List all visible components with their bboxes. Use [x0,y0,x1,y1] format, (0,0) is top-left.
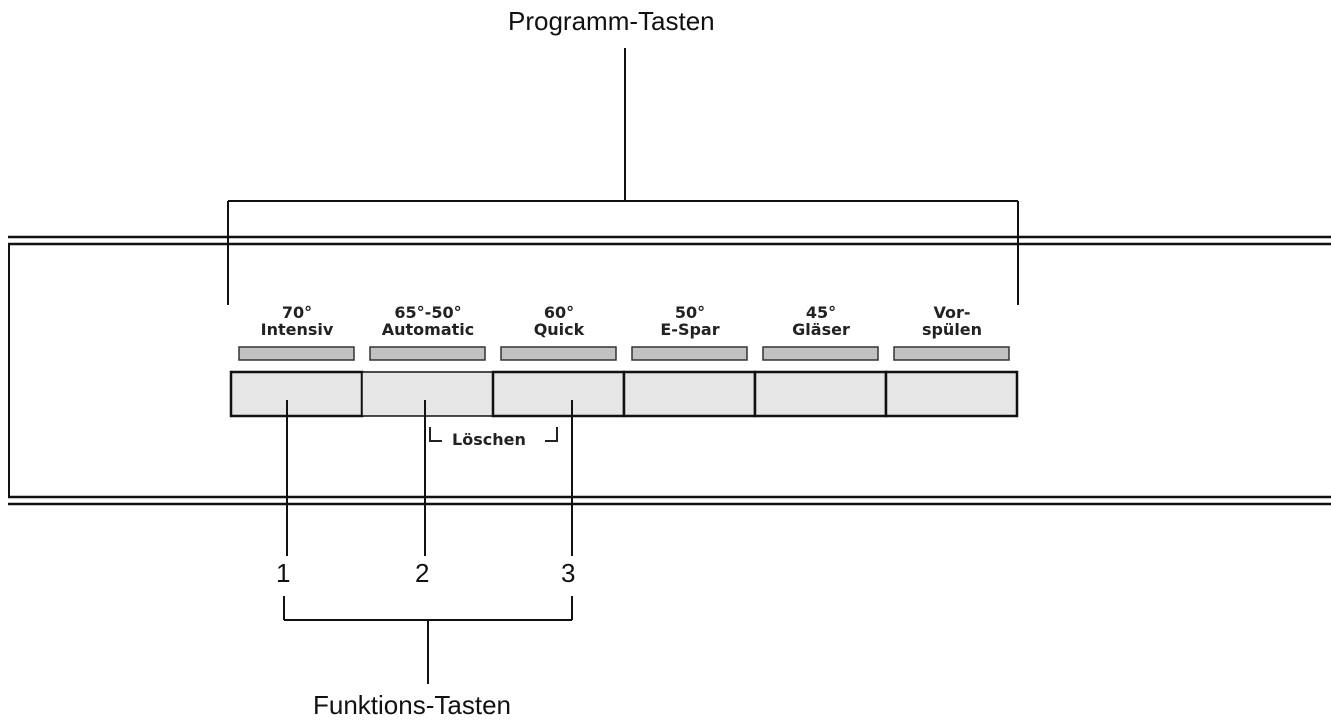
program-button-6[interactable] [884,370,1019,418]
program-button-1[interactable] [229,370,364,418]
program-name: Gläser [792,320,850,339]
function-key-1: 1 [276,558,291,588]
program-button-5[interactable] [753,370,888,418]
indicator-bar [369,346,486,361]
indicator-bar [631,346,748,361]
program-temp: Vor- [933,303,971,322]
program-temp: 65°-50° [394,303,462,322]
program-name: Automatic [381,320,475,339]
program-name: E-Spar [660,320,720,339]
program-label-5: 45° Gläser [763,304,879,338]
program-label-4: 50° E-Spar [632,304,748,338]
loeschen-label: Löschen [452,430,526,449]
program-temp: 70° [281,303,313,322]
loeschen-bracket-left [429,427,442,442]
program-button-3[interactable] [491,370,626,418]
program-temp: 45° [805,303,837,322]
loeschen-bracket-right [545,427,558,442]
program-button-2[interactable] [361,371,494,417]
indicator-bar [500,346,617,361]
program-label-1: 70° Intensiv [239,304,355,338]
program-keys-title: Programm-Tasten [508,6,715,36]
indicator-bar [238,346,355,361]
function-key-2: 2 [415,558,430,588]
indicator-bar [762,346,879,361]
program-temp: 50° [674,303,706,322]
program-label-3: 60° Quick [501,304,617,338]
program-buttons [229,370,1019,418]
program-name: Quick [533,320,585,339]
indicator-bar [893,346,1010,361]
function-key-3: 3 [561,558,576,588]
program-temp: 60° [543,303,575,322]
program-name: Intensiv [260,320,334,339]
program-label-6: Vor- spülen [894,304,1010,338]
program-label-2: 65°-50° Automatic [370,304,486,338]
function-keys-title: Funktions-Tasten [313,690,511,720]
indicator-bars [238,346,1010,361]
program-name: spülen [921,320,983,339]
program-button-4[interactable] [622,370,757,418]
